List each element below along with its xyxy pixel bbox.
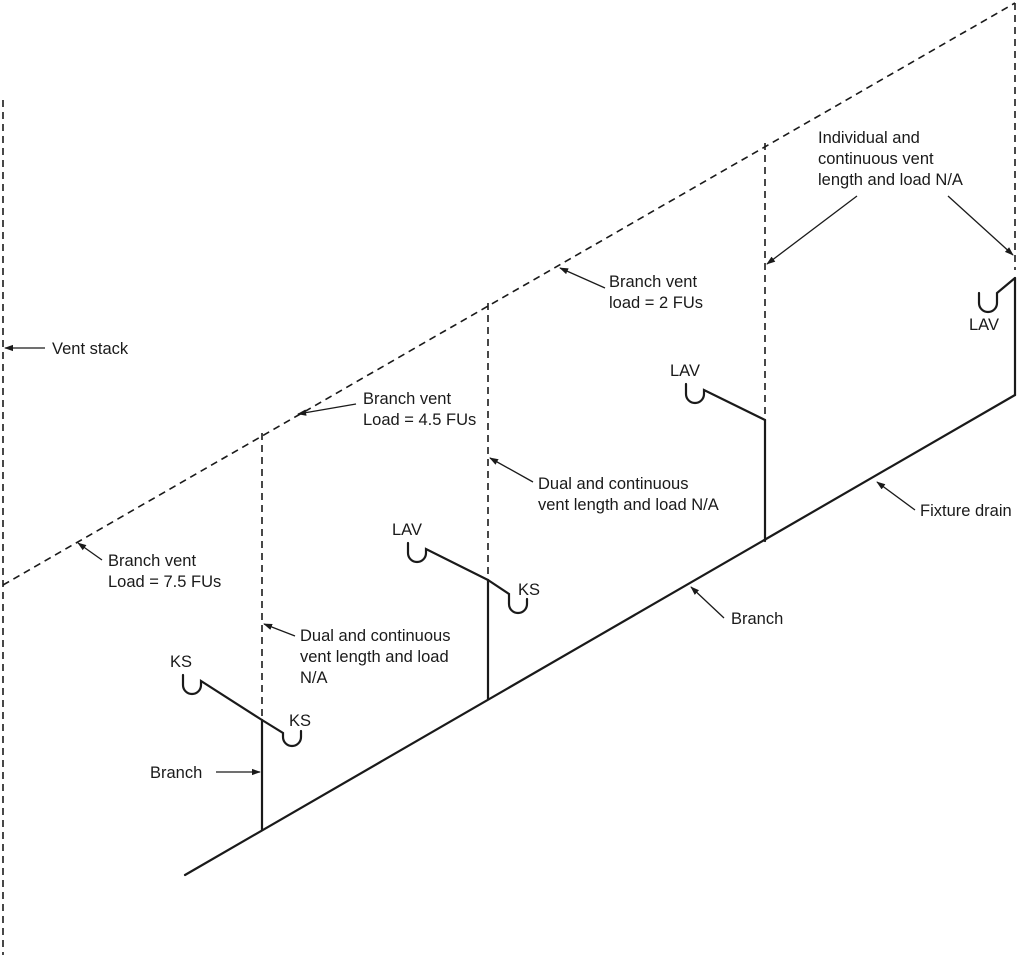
label-lav-far-right: LAV (969, 316, 999, 334)
label-vent-stack: Vent stack (52, 340, 129, 358)
fixture-ks-left-upper (181, 673, 264, 722)
label-lav-mid: LAV (392, 521, 422, 539)
fixture-lav-far-right (977, 276, 1017, 314)
leader-dual-low (263, 623, 296, 637)
leader-branch-vent-top (559, 267, 606, 289)
label-branch-left: Branch (150, 764, 202, 782)
leader-dual-mid (489, 457, 534, 483)
label-ks-mid: KS (518, 581, 540, 599)
fixture-drain-line (183, 393, 1017, 877)
label-branch-right: Branch (731, 610, 783, 628)
leader-branch-right (690, 586, 725, 619)
leader-individual-left (766, 195, 858, 265)
label-branch-vent-low: Branch vent Load = 7.5 FUs (108, 552, 221, 591)
branch-vent-line (2, 2, 1016, 586)
label-branch-vent-mid: Branch vent Load = 4.5 FUs (363, 390, 476, 429)
label-ks-left-lower: KS (289, 712, 311, 730)
leader-individual-right (947, 195, 1014, 256)
leader-branch-vent-mid (297, 403, 357, 416)
label-individual-continuous: Individual and continuous vent length an… (818, 129, 963, 189)
label-dual-continuous-mid: Dual and continuous vent length and load… (538, 475, 719, 514)
fixture-ks-left-lower (260, 718, 303, 748)
fixture-lav-mid (406, 541, 490, 582)
label-fixture-drain: Fixture drain (920, 502, 1012, 520)
leader-branch-vent-low (77, 542, 103, 561)
leader-fixture-drain (876, 481, 916, 511)
fixture-ks-mid (486, 578, 529, 615)
label-ks-left-upper: KS (170, 653, 192, 671)
label-dual-continuous-low: Dual and continuous vent length and load… (300, 627, 455, 687)
fixture-lav-right (684, 382, 767, 422)
label-lav-right: LAV (670, 362, 700, 380)
label-branch-vent-top: Branch vent load = 2 FUs (609, 273, 703, 312)
